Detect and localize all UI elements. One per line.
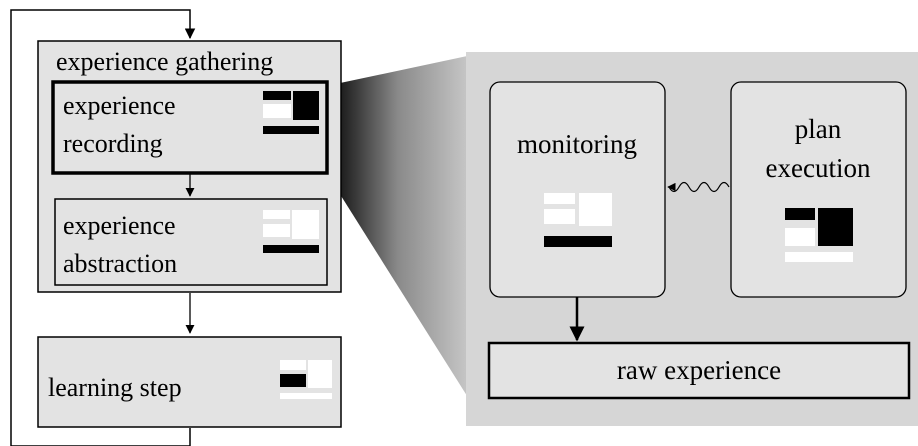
feedback-loop-line [10,9,196,446]
experience-recording-line2: recording [63,129,163,158]
experience-abstraction-line1: experience [63,211,176,240]
plan-execution-box [730,81,907,298]
layout-icon-white-black-bar [544,193,612,247]
experience-gathering-title: experience gathering [56,47,273,76]
layout-icon-white-black-bar [263,210,319,253]
monitoring-label: monitoring [517,129,637,159]
plan-execution-line1: plan [795,114,842,144]
wavy-arrow-execution-to-monitoring [667,181,730,193]
raw-experience-label: raw experience [617,355,781,385]
layout-icon-black-small [280,360,332,399]
plan-execution-line2: execution [766,153,871,183]
experience-abstraction-line2: abstraction [63,249,177,278]
learning-step-title: learning step [48,373,182,402]
experience-recording-line1: experience [63,91,176,120]
layout-icon-black-white [785,208,853,262]
raw-experience-box [487,341,911,400]
zoom-projection [326,52,486,426]
monitoring-box [489,81,666,298]
layout-icon-black-white [263,91,319,134]
